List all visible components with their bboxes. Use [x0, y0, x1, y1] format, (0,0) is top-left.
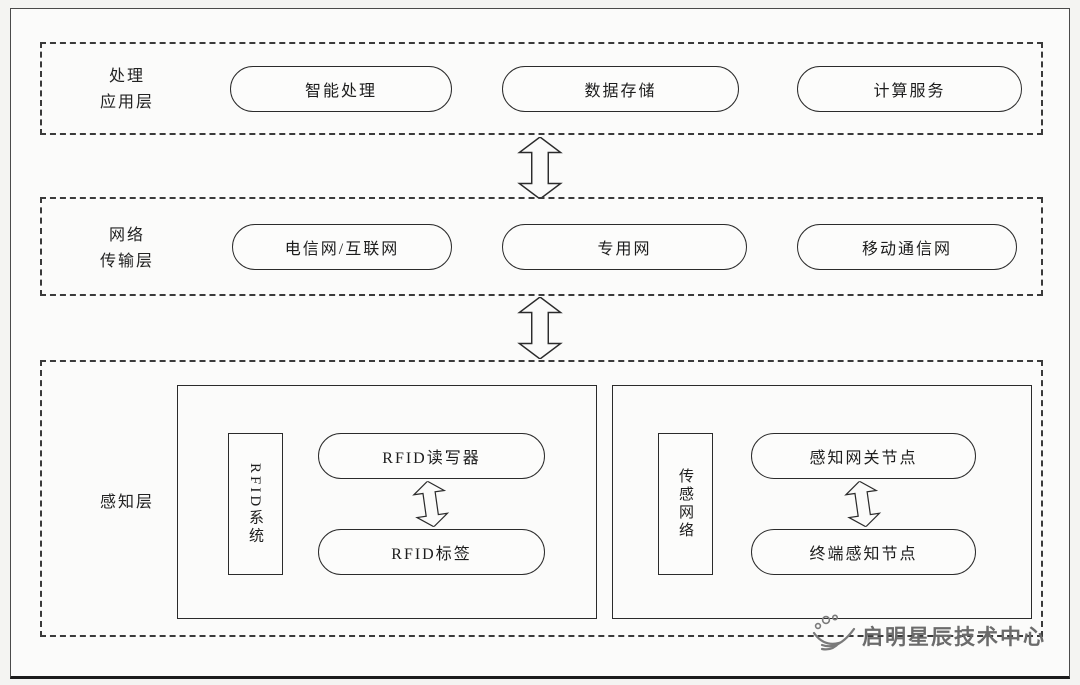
- node-mobile-network-label: 移动通信网: [861, 241, 952, 258]
- node-terminal-sensing-label: 终端感知节点: [809, 546, 918, 563]
- sensor-network-side-label: 传感网络: [658, 433, 713, 575]
- layer-perception-label-text: 感知层: [99, 494, 154, 511]
- node-data-storage-label: 数据存储: [584, 83, 657, 100]
- layer-application-label: 处理 应用层: [72, 64, 182, 116]
- node-computing-service: 计算服务: [797, 66, 1022, 112]
- watermark-text: 启明星辰技术中心: [862, 625, 1046, 649]
- rfid-system-side-label-text: RFID系统: [247, 462, 263, 546]
- rfid-system-side-label: RFID系统: [228, 433, 283, 575]
- watermark: 启明星辰技术中心: [810, 613, 1046, 659]
- layer-perception-label: 感知层: [67, 490, 187, 516]
- node-rfid-reader-label: RFID读写器: [382, 450, 481, 467]
- sensor-network-side-label-text: 传感网络: [677, 468, 693, 540]
- double-arrow-icon: [407, 478, 456, 534]
- layer-perception: 感知层 RFID系统 RFID读写器 RFID标签 传感网络: [40, 360, 1043, 637]
- layer-network-label: 网络 传输层: [72, 223, 182, 275]
- node-intelligent-processing: 智能处理: [230, 66, 452, 112]
- node-intelligent-processing-label: 智能处理: [304, 83, 377, 100]
- node-rfid-tag-label: RFID标签: [391, 546, 472, 563]
- sensor-network-box: 传感网络 感知网关节点 终端感知节点: [612, 385, 1032, 619]
- node-computing-service-label: 计算服务: [873, 83, 946, 100]
- layer-application-label-line1: 处理: [108, 68, 145, 85]
- node-data-storage: 数据存储: [502, 66, 739, 112]
- node-rfid-reader: RFID读写器: [318, 433, 545, 479]
- node-rfid-tag: RFID标签: [318, 529, 545, 575]
- layer-network-label-line2: 传输层: [99, 253, 154, 270]
- node-telecom-internet-label: 电信网/互联网: [284, 241, 400, 258]
- node-private-network: 专用网: [502, 224, 747, 270]
- layer-network: 网络 传输层 电信网/互联网 专用网 移动通信网: [40, 197, 1043, 296]
- layer-application-label-line2: 应用层: [99, 94, 154, 111]
- node-sensing-gateway-label: 感知网关节点: [809, 450, 918, 467]
- layer-network-label-line1: 网络: [108, 227, 145, 244]
- double-arrow-icon: [839, 478, 888, 534]
- layer-application: 处理 应用层 智能处理 数据存储 计算服务: [40, 42, 1043, 135]
- double-arrow-icon: [514, 136, 566, 204]
- node-private-network-label: 专用网: [597, 241, 652, 258]
- double-arrow-icon: [514, 296, 566, 364]
- venustech-logo-icon: [810, 613, 856, 659]
- node-terminal-sensing: 终端感知节点: [751, 529, 976, 575]
- node-telecom-internet: 电信网/互联网: [232, 224, 452, 270]
- rfid-system-box: RFID系统 RFID读写器 RFID标签: [177, 385, 597, 619]
- node-sensing-gateway: 感知网关节点: [751, 433, 976, 479]
- node-mobile-network: 移动通信网: [797, 224, 1017, 270]
